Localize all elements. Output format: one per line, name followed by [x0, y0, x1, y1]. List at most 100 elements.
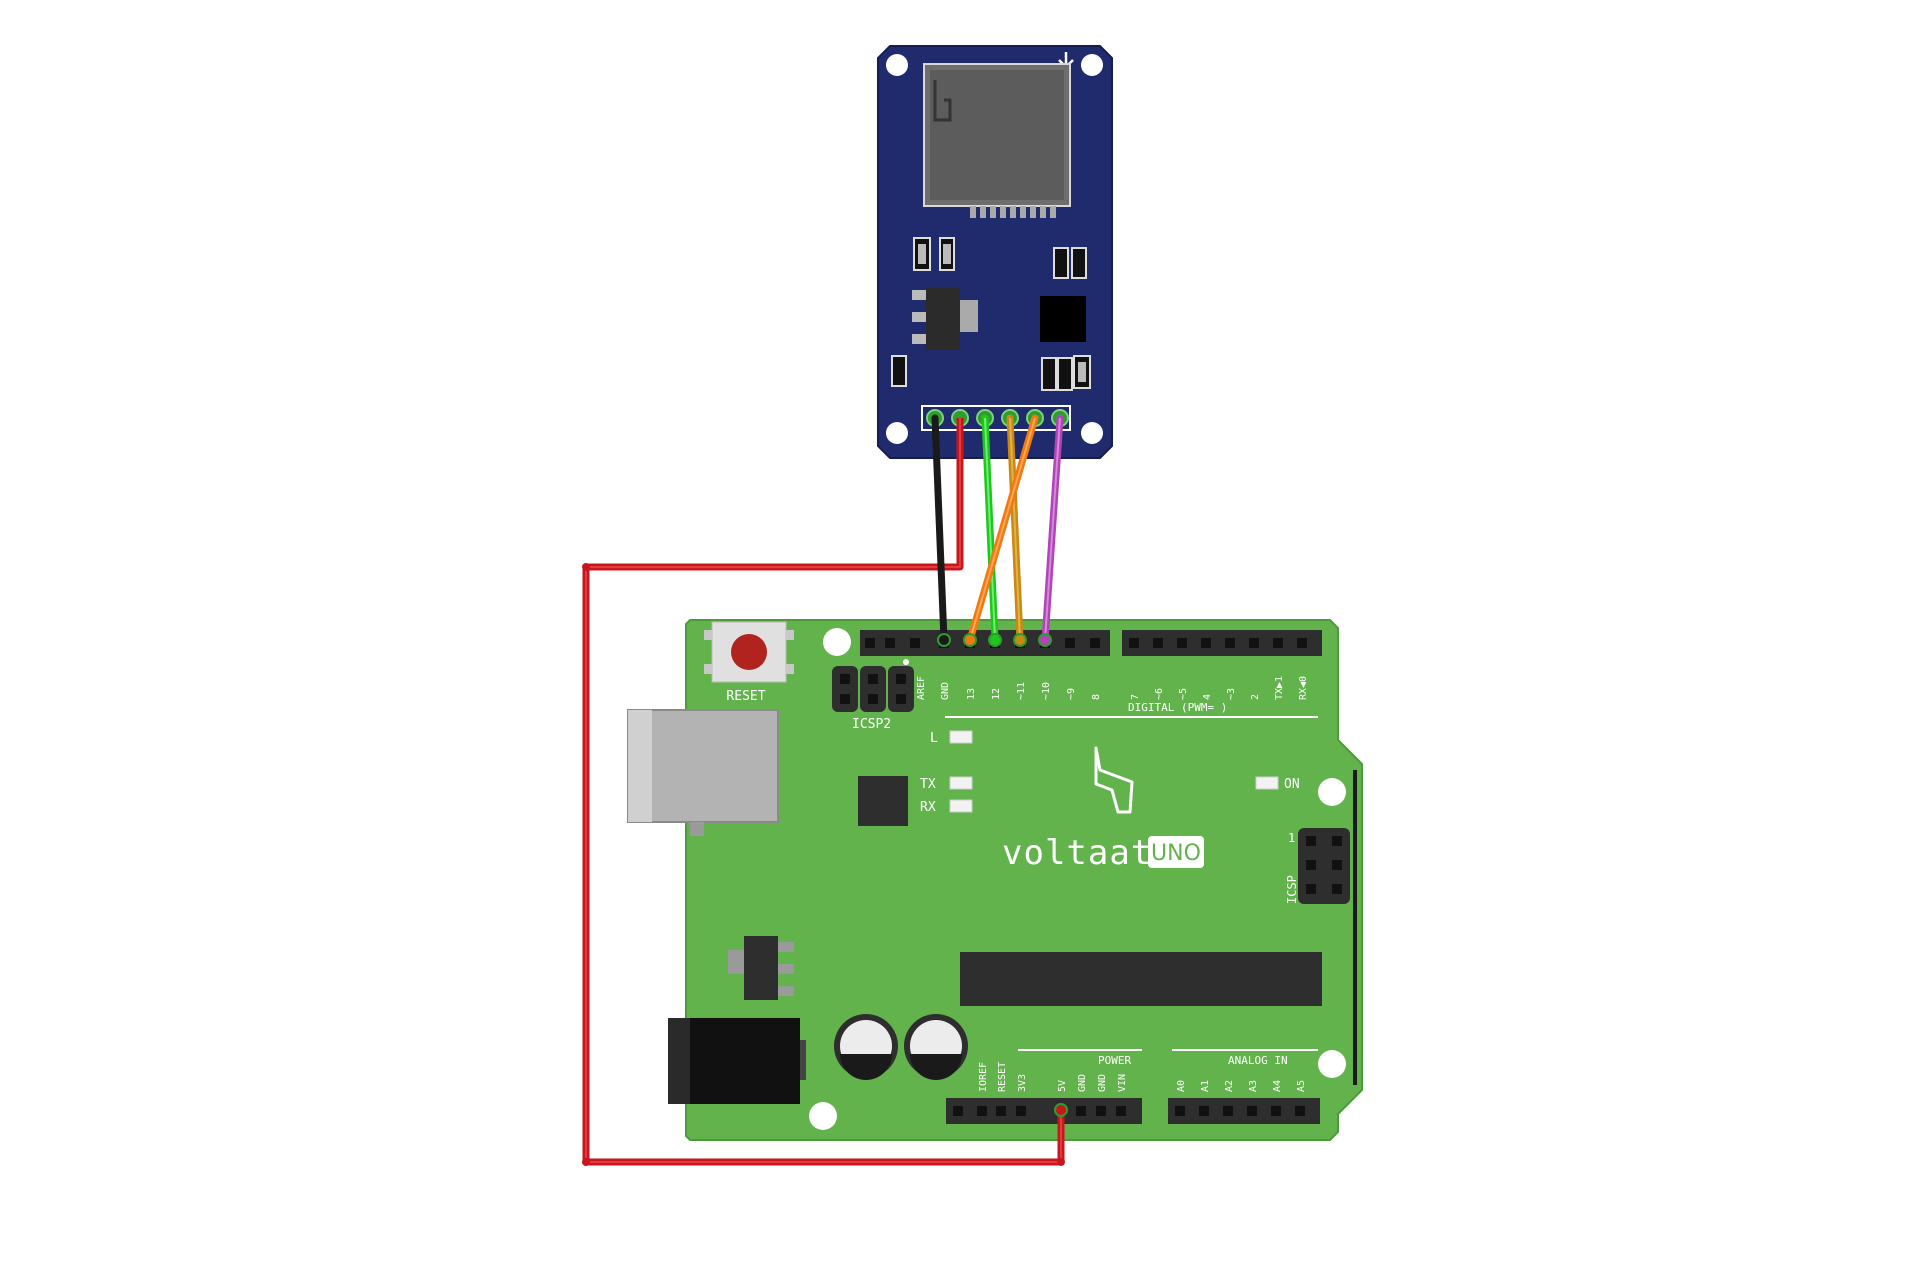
- analog-label: ANALOG IN: [1228, 1054, 1288, 1067]
- pin-label: 3V3: [1017, 1074, 1028, 1092]
- module-pin-header: [921, 405, 1071, 431]
- pin-label: ~5: [1178, 688, 1189, 700]
- pin-label: 2: [1250, 694, 1261, 700]
- pin-hole[interactable]: [865, 638, 875, 648]
- pin-label: GND: [1077, 1074, 1088, 1092]
- mount-hole: [886, 54, 908, 76]
- pin-hole[interactable]: [1016, 1106, 1026, 1116]
- digital-label: DIGITAL (PWM= ): [1128, 701, 1227, 714]
- wire-black[interactable]: [931, 414, 948, 644]
- smd-resistor: [891, 355, 907, 387]
- pin-label: A1: [1200, 1080, 1211, 1092]
- pin-label: A3: [1248, 1080, 1259, 1092]
- pin-hole[interactable]: [1271, 1106, 1281, 1116]
- pin-hole[interactable]: [1065, 638, 1075, 648]
- pin-hole[interactable]: [1177, 638, 1187, 648]
- led-tx: [949, 776, 973, 790]
- pin-label: ~9: [1066, 688, 1077, 700]
- wire-end: [1038, 633, 1052, 647]
- pin-label: AREF: [916, 676, 927, 700]
- led-l-label: L: [930, 731, 938, 746]
- wire-end: [1054, 1103, 1068, 1117]
- model-label: UNO: [1151, 841, 1201, 866]
- pin-label: 4: [1202, 694, 1213, 700]
- pin-label: RX◀0: [1298, 676, 1309, 700]
- pin-hole[interactable]: [1201, 638, 1211, 648]
- pin-hole[interactable]: [996, 1106, 1006, 1116]
- microcontroller-chip: [960, 952, 1322, 1006]
- led-tx-label: TX: [920, 777, 936, 792]
- icsp-header: [1298, 828, 1350, 904]
- pin-label: 13: [966, 688, 977, 700]
- pin-label: ~3: [1226, 688, 1237, 700]
- smd-resistor: [1041, 357, 1057, 391]
- pin-label: A2: [1224, 1080, 1235, 1092]
- electrolytic-capacitor: [834, 1014, 898, 1080]
- pin-hole[interactable]: [1116, 1106, 1126, 1116]
- led-rx: [949, 799, 973, 813]
- power-label: POWER: [1098, 1054, 1131, 1067]
- pin-label: ~10: [1041, 682, 1052, 700]
- pin-label: 5V: [1057, 1080, 1068, 1092]
- wire-end: [963, 633, 977, 647]
- reset-button[interactable]: [704, 621, 794, 683]
- pin-hole[interactable]: [977, 1106, 987, 1116]
- pin-hole[interactable]: [1249, 638, 1259, 648]
- wire-end: [988, 633, 1002, 647]
- reset-label: RESET: [726, 689, 765, 704]
- pin-hole[interactable]: [885, 638, 895, 648]
- icsp2-header: [832, 659, 914, 712]
- pin-hole[interactable]: [1090, 638, 1100, 648]
- icsp2-label: ICSP2: [852, 717, 891, 732]
- led-rx-label: RX: [920, 800, 936, 815]
- pin-hole[interactable]: [1129, 638, 1139, 648]
- pin-hole[interactable]: [1223, 1106, 1233, 1116]
- pin-hole[interactable]: [1273, 638, 1283, 648]
- module-header-pins: [926, 409, 1069, 427]
- mount-hole: [1318, 1050, 1346, 1078]
- pin-label: A4: [1272, 1080, 1283, 1092]
- pin-label: TX▶1: [1274, 676, 1285, 700]
- pin-hole[interactable]: [1225, 638, 1235, 648]
- sd-card-module: [877, 45, 1113, 459]
- brand-name: voltaat: [1002, 833, 1152, 873]
- mount-hole: [823, 628, 851, 656]
- smd-resistor: [1053, 247, 1069, 279]
- pin-hole[interactable]: [1076, 1106, 1086, 1116]
- model-badge: [1148, 836, 1204, 868]
- pin-hole[interactable]: [1297, 638, 1307, 648]
- pin-hole[interactable]: [910, 638, 920, 648]
- pin-hole[interactable]: [1175, 1106, 1185, 1116]
- icsp-label: ICSP: [1285, 875, 1299, 904]
- level-shifter-ic: [1040, 296, 1086, 342]
- led-l: [949, 730, 973, 744]
- usb-serial-chip: [858, 776, 908, 826]
- pin-label: GND: [940, 682, 951, 700]
- wire-corner: [1057, 1158, 1065, 1166]
- voltage-regulator: [912, 288, 978, 350]
- pin-label: GND: [1097, 1074, 1108, 1092]
- pin-hole[interactable]: [1096, 1106, 1106, 1116]
- wire-end: [1013, 633, 1027, 647]
- mount-hole: [1081, 422, 1103, 444]
- pin-hole[interactable]: [1153, 638, 1163, 648]
- analog-header: [1168, 1098, 1320, 1124]
- pin-hole[interactable]: [953, 1106, 963, 1116]
- pin-hole[interactable]: [1247, 1106, 1257, 1116]
- mount-hole: [1081, 54, 1103, 76]
- pin-label: A0: [1176, 1080, 1187, 1092]
- pin-hole[interactable]: [1199, 1106, 1209, 1116]
- usb-b-connector: [627, 709, 779, 836]
- pin-hole[interactable]: [1295, 1106, 1305, 1116]
- pin-label: VIN: [1117, 1074, 1128, 1092]
- pin-label: ~6: [1154, 688, 1165, 700]
- pin-label: 7: [1130, 694, 1141, 700]
- smd-resistor: [1071, 247, 1087, 279]
- card-contacts: [970, 206, 1056, 218]
- mount-hole: [1318, 778, 1346, 806]
- board-voltage-regulator: [728, 936, 794, 1000]
- wires: [582, 414, 1068, 1166]
- pin-label: 8: [1091, 694, 1102, 700]
